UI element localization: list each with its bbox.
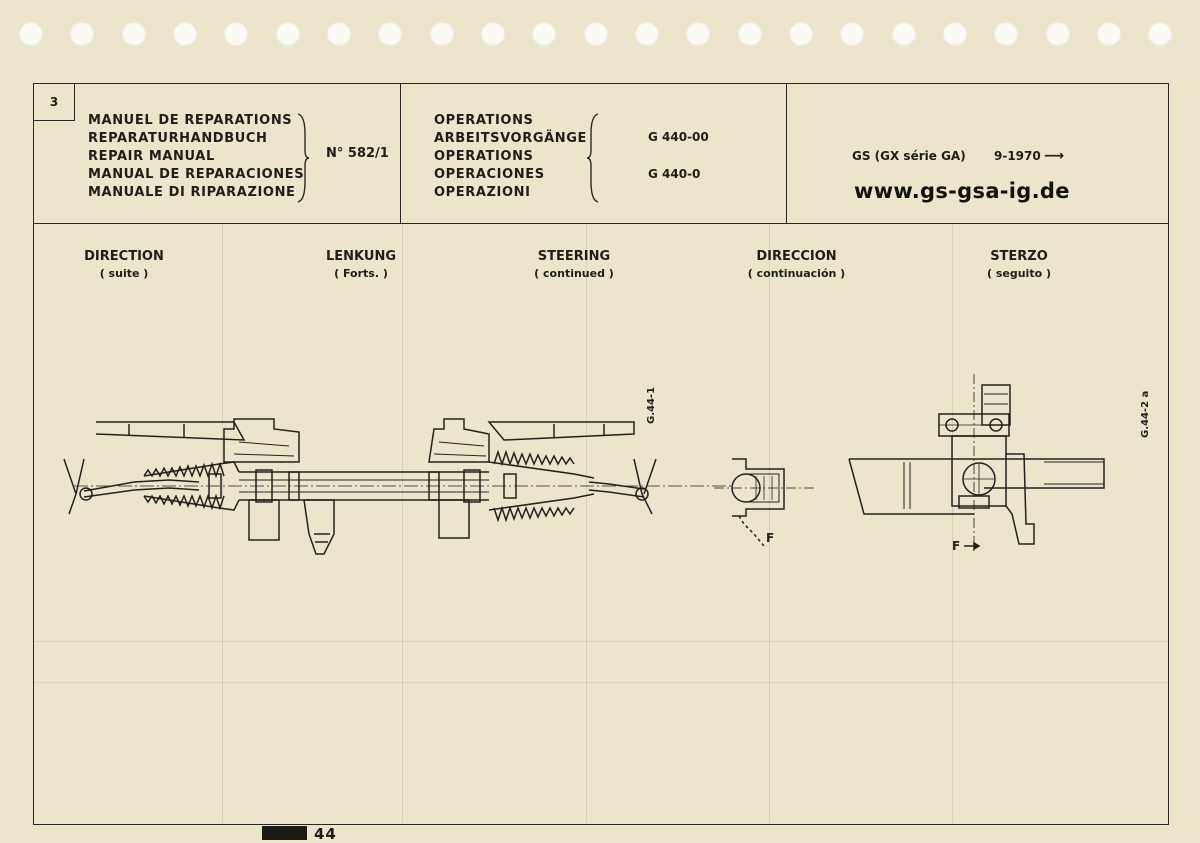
punch-hole xyxy=(635,22,659,46)
section-title: STERZO xyxy=(990,249,1048,264)
section-title: DIRECTION xyxy=(84,249,164,264)
manual-number: N° 582/1 xyxy=(326,146,389,161)
right-mount-bracket xyxy=(428,418,490,463)
operations-title-list: OPERATIONS ARBEITSVORGÄNGE OPERATIONS OP… xyxy=(434,112,587,202)
manual-page-frame: 3 MANUEL DE REPARATIONS REPARATURHANDBUC… xyxy=(33,83,1169,825)
header-divider xyxy=(786,84,787,223)
operation-code: G 440-0 xyxy=(648,167,701,181)
right-gaiter xyxy=(488,449,595,523)
operations-title-es: OPERACIONES xyxy=(434,167,545,182)
section-subtitle: ( continuación ) xyxy=(747,267,846,280)
section-title-en: STEERING ( continued ) xyxy=(519,249,629,280)
right-tie-rod xyxy=(588,481,645,490)
left-lower-bracket xyxy=(248,499,280,541)
section-title: DIRECCION xyxy=(756,249,837,264)
manual-title-fr: MANUEL DE REPARATIONS xyxy=(88,113,293,128)
show-through-line xyxy=(34,682,1168,683)
manual-title-es: MANUAL DE REPARACIONES xyxy=(88,167,305,182)
right-ball-joint xyxy=(635,487,649,501)
punch-hole xyxy=(789,22,813,46)
punch-hole xyxy=(173,22,197,46)
punch-hole xyxy=(378,22,402,46)
header-row: 3 MANUEL DE REPARATIONS REPARATURHANDBUC… xyxy=(34,84,1168,224)
footer-bar xyxy=(262,826,307,840)
left-mount-bracket xyxy=(223,418,300,463)
punch-hole xyxy=(1046,22,1070,46)
section-subtitle: ( seguito ) xyxy=(986,267,1051,280)
section-title-fr: DIRECTION ( suite ) xyxy=(74,249,174,280)
section-title-es: DIRECCION ( continuación ) xyxy=(734,249,859,280)
punch-hole xyxy=(430,22,454,46)
pinion-body xyxy=(951,435,1007,507)
punch-hole xyxy=(1097,22,1121,46)
continuation-arrow: ⟶ xyxy=(1044,148,1065,164)
punch-hole xyxy=(686,22,710,46)
punch-hole xyxy=(532,22,556,46)
section-title-it: STERZO ( seguito ) xyxy=(964,249,1074,280)
punch-hole xyxy=(892,22,916,46)
operation-code: G 440-00 xyxy=(648,130,709,144)
punch-hole xyxy=(122,22,146,46)
right-lower-bracket xyxy=(438,499,470,539)
manual-title-it: MANUALE DI RIPARAZIONE xyxy=(88,185,296,200)
punch-hole xyxy=(994,22,1018,46)
edition-date: 9-1970 xyxy=(994,149,1041,163)
left-gaiter xyxy=(143,461,240,511)
operations-title-de: ARBEITSVORGÄNGE xyxy=(434,131,587,146)
show-through-line xyxy=(222,223,223,823)
operations-title-en: OPERATIONS xyxy=(434,149,534,164)
header-divider xyxy=(400,84,401,223)
section-title: STEERING xyxy=(537,249,611,264)
website-watermark: www.gs-gsa-ig.de xyxy=(854,179,1070,203)
show-through-line xyxy=(402,223,403,823)
manual-brace xyxy=(297,113,310,203)
steering-rack-drawing: F F xyxy=(63,374,1105,555)
punch-holes xyxy=(0,22,1200,48)
detail-f-label: F xyxy=(766,531,774,545)
punch-hole xyxy=(1148,22,1172,46)
show-through-line xyxy=(769,223,770,823)
section-subtitle: ( Forts. ) xyxy=(334,267,388,280)
operations-title-it: OPERAZIONI xyxy=(434,185,531,200)
right-suspension-arm xyxy=(487,421,635,441)
punch-hole xyxy=(224,22,248,46)
punch-hole xyxy=(276,22,300,46)
show-through-line xyxy=(586,223,587,823)
punch-hole xyxy=(584,22,608,46)
detail-f-label: F xyxy=(952,539,960,553)
detail-f-right xyxy=(848,374,1105,554)
vehicle-model: GS (GX série GA) xyxy=(852,149,966,163)
section-title-de: LENKUNG ( Forts. ) xyxy=(306,249,416,280)
left-tie-rod xyxy=(83,479,200,492)
punch-hole xyxy=(70,22,94,46)
page-number-box: 3 xyxy=(34,84,75,121)
punch-hole xyxy=(481,22,505,46)
detail-f-left xyxy=(714,458,814,547)
punch-hole xyxy=(19,22,43,46)
show-through-line xyxy=(34,641,1168,642)
punch-hole xyxy=(840,22,864,46)
show-through-line xyxy=(952,223,953,823)
manual-title-de: REPARATURHANDBUCH xyxy=(88,131,268,146)
punch-hole xyxy=(738,22,762,46)
footer-page-number: 44 xyxy=(314,825,337,843)
section-subtitle: ( continued ) xyxy=(534,267,614,280)
section-title: LENKUNG xyxy=(326,249,396,264)
punch-hole xyxy=(943,22,967,46)
left-suspension-arm xyxy=(95,421,246,441)
section-subtitle: ( suite ) xyxy=(99,267,149,280)
left-ball-joint xyxy=(79,487,93,501)
manual-title-list: MANUEL DE REPARATIONS REPARATURHANDBUCH … xyxy=(88,112,304,202)
operations-brace xyxy=(586,113,599,203)
pinion-bracket xyxy=(1005,453,1035,545)
manual-title-en: REPAIR MANUAL xyxy=(88,149,215,164)
punch-hole xyxy=(327,22,351,46)
pinion-housing xyxy=(303,499,335,555)
operations-title-fr: OPERATIONS xyxy=(434,113,534,128)
